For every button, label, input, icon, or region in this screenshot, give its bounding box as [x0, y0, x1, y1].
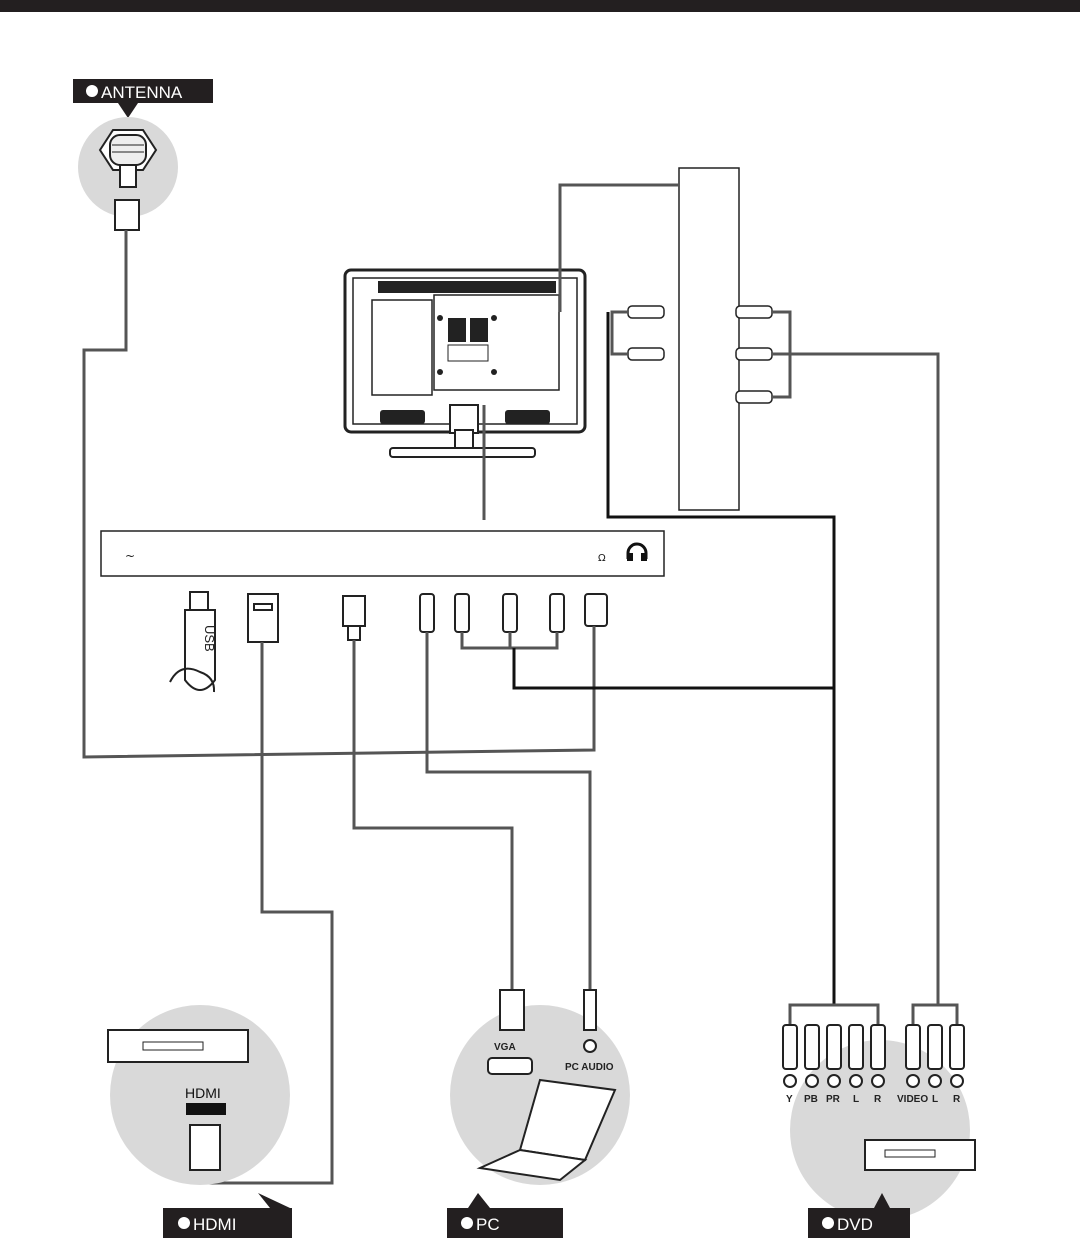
- vga-label: VGA: [494, 1042, 516, 1053]
- svg-text:L: L: [932, 1094, 938, 1105]
- hdmi-label: HDMI: [163, 1193, 292, 1238]
- svg-text:L: L: [853, 1094, 859, 1105]
- svg-text:ANTENNA: ANTENNA: [101, 83, 183, 102]
- vga-plug: [343, 596, 365, 640]
- dvd-device-group: Y PB PR L R VIDEO L R: [783, 1025, 975, 1220]
- svg-text:R: R: [953, 1094, 961, 1105]
- svg-text:PR: PR: [826, 1094, 841, 1105]
- bottom-panel-strip: ~ Ω: [101, 531, 664, 576]
- hdmi-plug: [248, 594, 278, 642]
- svg-text:PB: PB: [804, 1094, 818, 1105]
- svg-text:PC: PC: [476, 1215, 500, 1234]
- svg-text:HDMI: HDMI: [193, 1215, 236, 1234]
- pc-label: PC: [447, 1193, 563, 1238]
- svg-text:DVD: DVD: [837, 1215, 873, 1234]
- svg-text:USB: USB: [202, 625, 217, 652]
- antenna-connector: [78, 117, 178, 230]
- hdmi-port-label: HDMI: [185, 1085, 221, 1101]
- side-panel: [679, 168, 739, 510]
- ohm-symbol: Ω: [598, 553, 606, 564]
- top-bar: [0, 0, 1080, 12]
- svg-text:VIDEO: VIDEO: [897, 1094, 928, 1105]
- svg-text:R: R: [874, 1094, 882, 1105]
- pc-device-group: VGA PC AUDIO: [450, 990, 630, 1185]
- tv-back: [345, 270, 585, 457]
- usb-stick: USB: [170, 592, 217, 692]
- antenna-label: ANTENNA: [73, 79, 213, 118]
- svg-text:Y: Y: [786, 1094, 793, 1105]
- power-symbol: ~: [125, 549, 135, 563]
- rca-plugs-bottom: [420, 594, 607, 632]
- hdmi-device-group: HDMI: [108, 1005, 290, 1185]
- pc-audio-label: PC AUDIO: [565, 1062, 614, 1073]
